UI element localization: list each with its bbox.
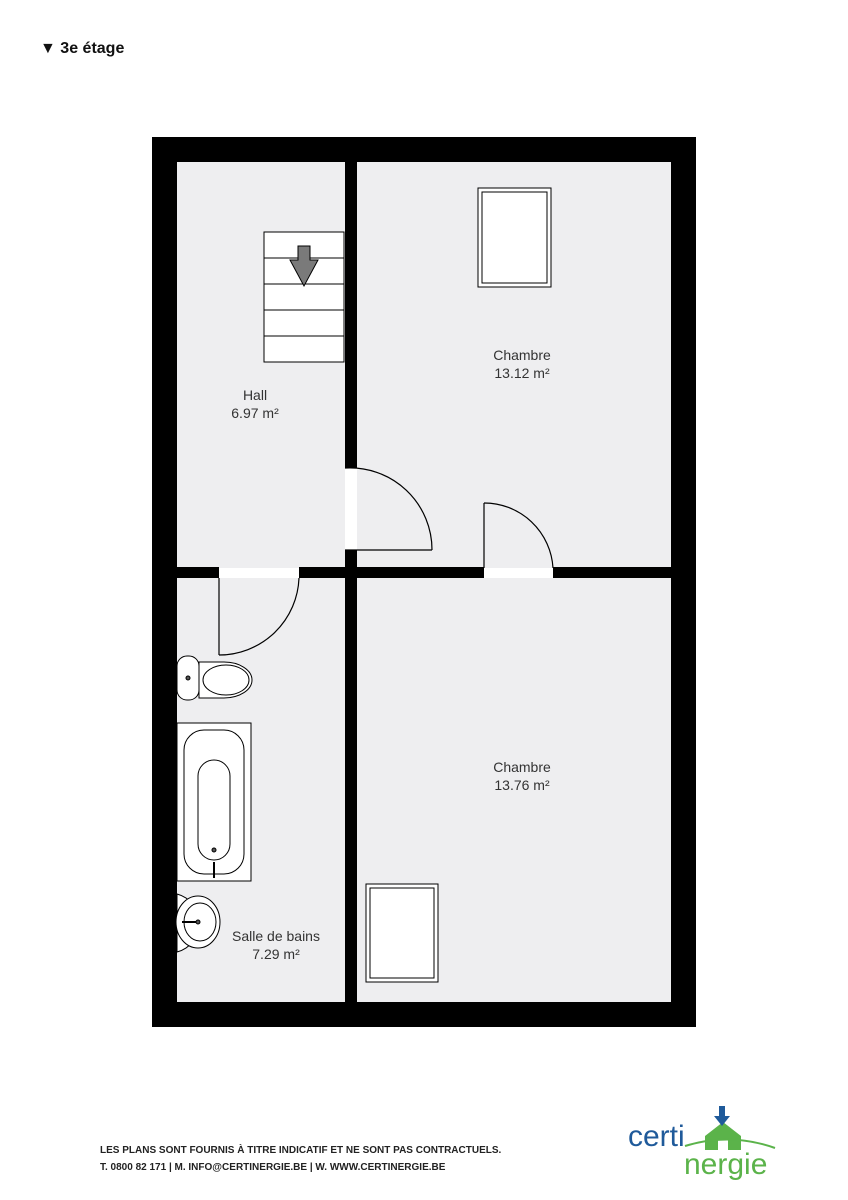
door-hall-bedroom1: [344, 467, 433, 551]
sink: [175, 893, 221, 953]
wall-mid-right-a: [357, 567, 484, 578]
footer-contact: T. 0800 82 171 | M. INFO@CERTINERGIE.BE …: [100, 1162, 446, 1173]
door-bedroom1-bedroom2: [483, 502, 554, 569]
wall-right: [671, 137, 696, 1027]
room-name-bedroom-1: Chambre: [493, 347, 551, 363]
floor-plan: Hall 6.97 m² Chambre 13.12 m² Chambre 13…: [152, 137, 696, 1027]
wall-center-upper: [345, 162, 357, 468]
skylight-bedroom-1: [477, 187, 552, 288]
room-name-bedroom-2: Chambre: [493, 759, 551, 775]
wall-mid-right-b: [553, 567, 671, 578]
footer: LES PLANS SONT FOURNIS À TITRE INDICATIF…: [100, 1142, 501, 1176]
triangle-down-icon: ▼: [40, 40, 56, 57]
wall-top: [152, 137, 696, 162]
toilet: [176, 655, 253, 701]
room-name-hall: Hall: [243, 387, 267, 403]
bathtub: [176, 722, 252, 882]
doors: [218, 467, 554, 656]
floor-name: 3e étage: [60, 40, 125, 57]
door-hall-bathroom: [218, 577, 300, 656]
stairs-down-arrow-icon: [289, 245, 319, 288]
floor-label: ▼ 3e étage: [40, 40, 124, 58]
room-area-bedroom-2: 13.76 m²: [494, 777, 550, 793]
logo-text-nergie: nergie: [684, 1148, 767, 1181]
logo-text-certi: certi: [628, 1120, 685, 1153]
wall-mid-left-a: [177, 567, 219, 578]
house-arrow-icon: [684, 1106, 776, 1150]
wall-mid-left-b: [299, 567, 345, 578]
wall-bottom: [152, 1002, 696, 1027]
walls: [152, 137, 696, 1027]
room-area-bathroom: 7.29 m²: [252, 946, 300, 962]
certinergie-logo: certi nergie: [628, 1106, 776, 1181]
skylight-bedroom-2: [365, 883, 439, 983]
footer-disclaimer: LES PLANS SONT FOURNIS À TITRE INDICATIF…: [100, 1145, 502, 1156]
wall-left: [152, 137, 177, 1027]
room-area-hall: 6.97 m²: [231, 405, 279, 421]
room-name-bathroom: Salle de bains: [232, 928, 320, 944]
room-area-bedroom-1: 13.12 m²: [494, 365, 550, 381]
hall-floor: [177, 162, 345, 568]
wall-center-lower: [345, 550, 357, 1002]
